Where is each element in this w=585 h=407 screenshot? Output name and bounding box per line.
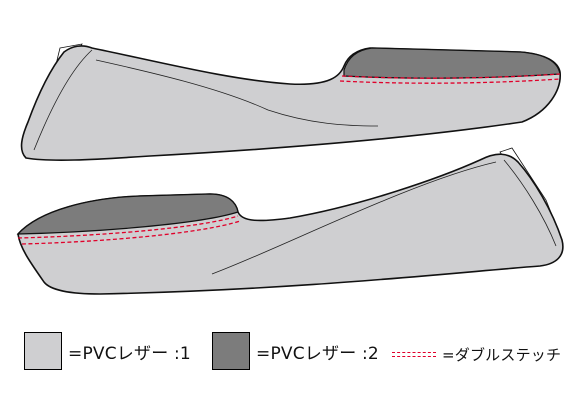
upper-pad-pvc-2 [343,47,561,79]
legend-item-double-stitch: =ダブルステッチ [392,344,561,365]
legend-label-double-stitch: =ダブルステッチ [442,346,562,364]
upper-inner-edge [33,49,93,151]
upper-armrest-cover [20,43,561,161]
lower-stitch-line-2 [21,220,241,245]
lower-contour-line [211,161,497,275]
lower-stitch-line-1 [17,215,239,239]
upper-stitch-line-1 [341,73,561,79]
swatch-pvc-1 [24,332,62,370]
legend: =PVCレザー :1 =PVCレザー :2 =ダブルステッチ [0,320,585,390]
legend-item-pvc-1: =PVCレザー :1 [24,332,191,370]
lower-armrest-cover [16,147,564,295]
stitch-sample-icon [392,351,436,358]
swatch-pvc-2 [212,332,250,370]
legend-item-pvc-2: =PVCレザー :2 [212,332,379,370]
upper-stitch-line-2 [339,78,561,84]
legend-label-pvc-1: =PVCレザー :1 [68,343,191,364]
lower-pad-pvc-2 [16,193,239,235]
lower-inner-edge [503,159,557,247]
upper-contour-line [95,59,379,127]
legend-label-pvc-2: =PVCレザー :2 [256,343,379,364]
armrest-cover-diagram [16,43,564,295]
